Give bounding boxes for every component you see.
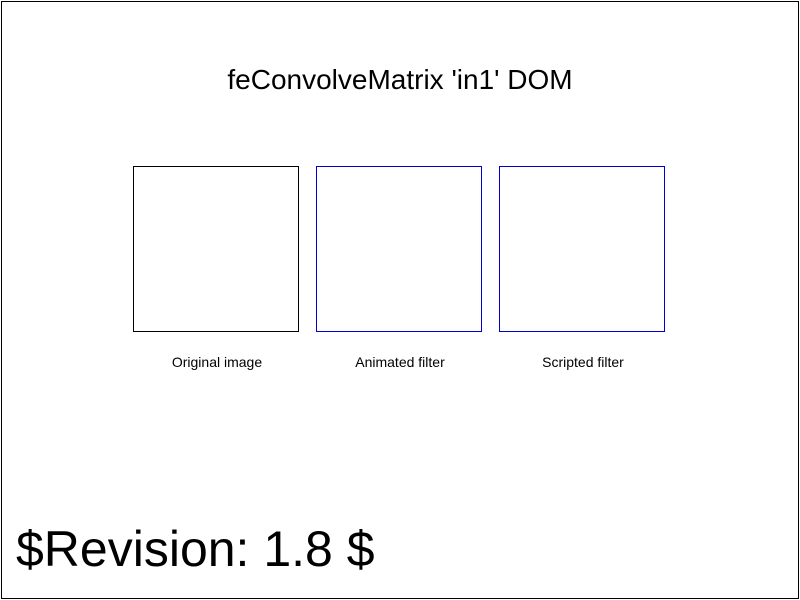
revision-label: $Revision: 1.8 $	[16, 521, 375, 577]
page-title: feConvolveMatrix 'in1' DOM	[227, 64, 573, 95]
original-image-caption: Original image	[171, 354, 263, 370]
scripted-filter-caption: Scripted filter	[542, 354, 624, 370]
scripted-filter-panel	[499, 166, 665, 332]
animated-filter-caption: Animated filter	[355, 354, 445, 370]
original-image-panel	[133, 166, 299, 332]
animated-filter-panel	[316, 166, 482, 332]
